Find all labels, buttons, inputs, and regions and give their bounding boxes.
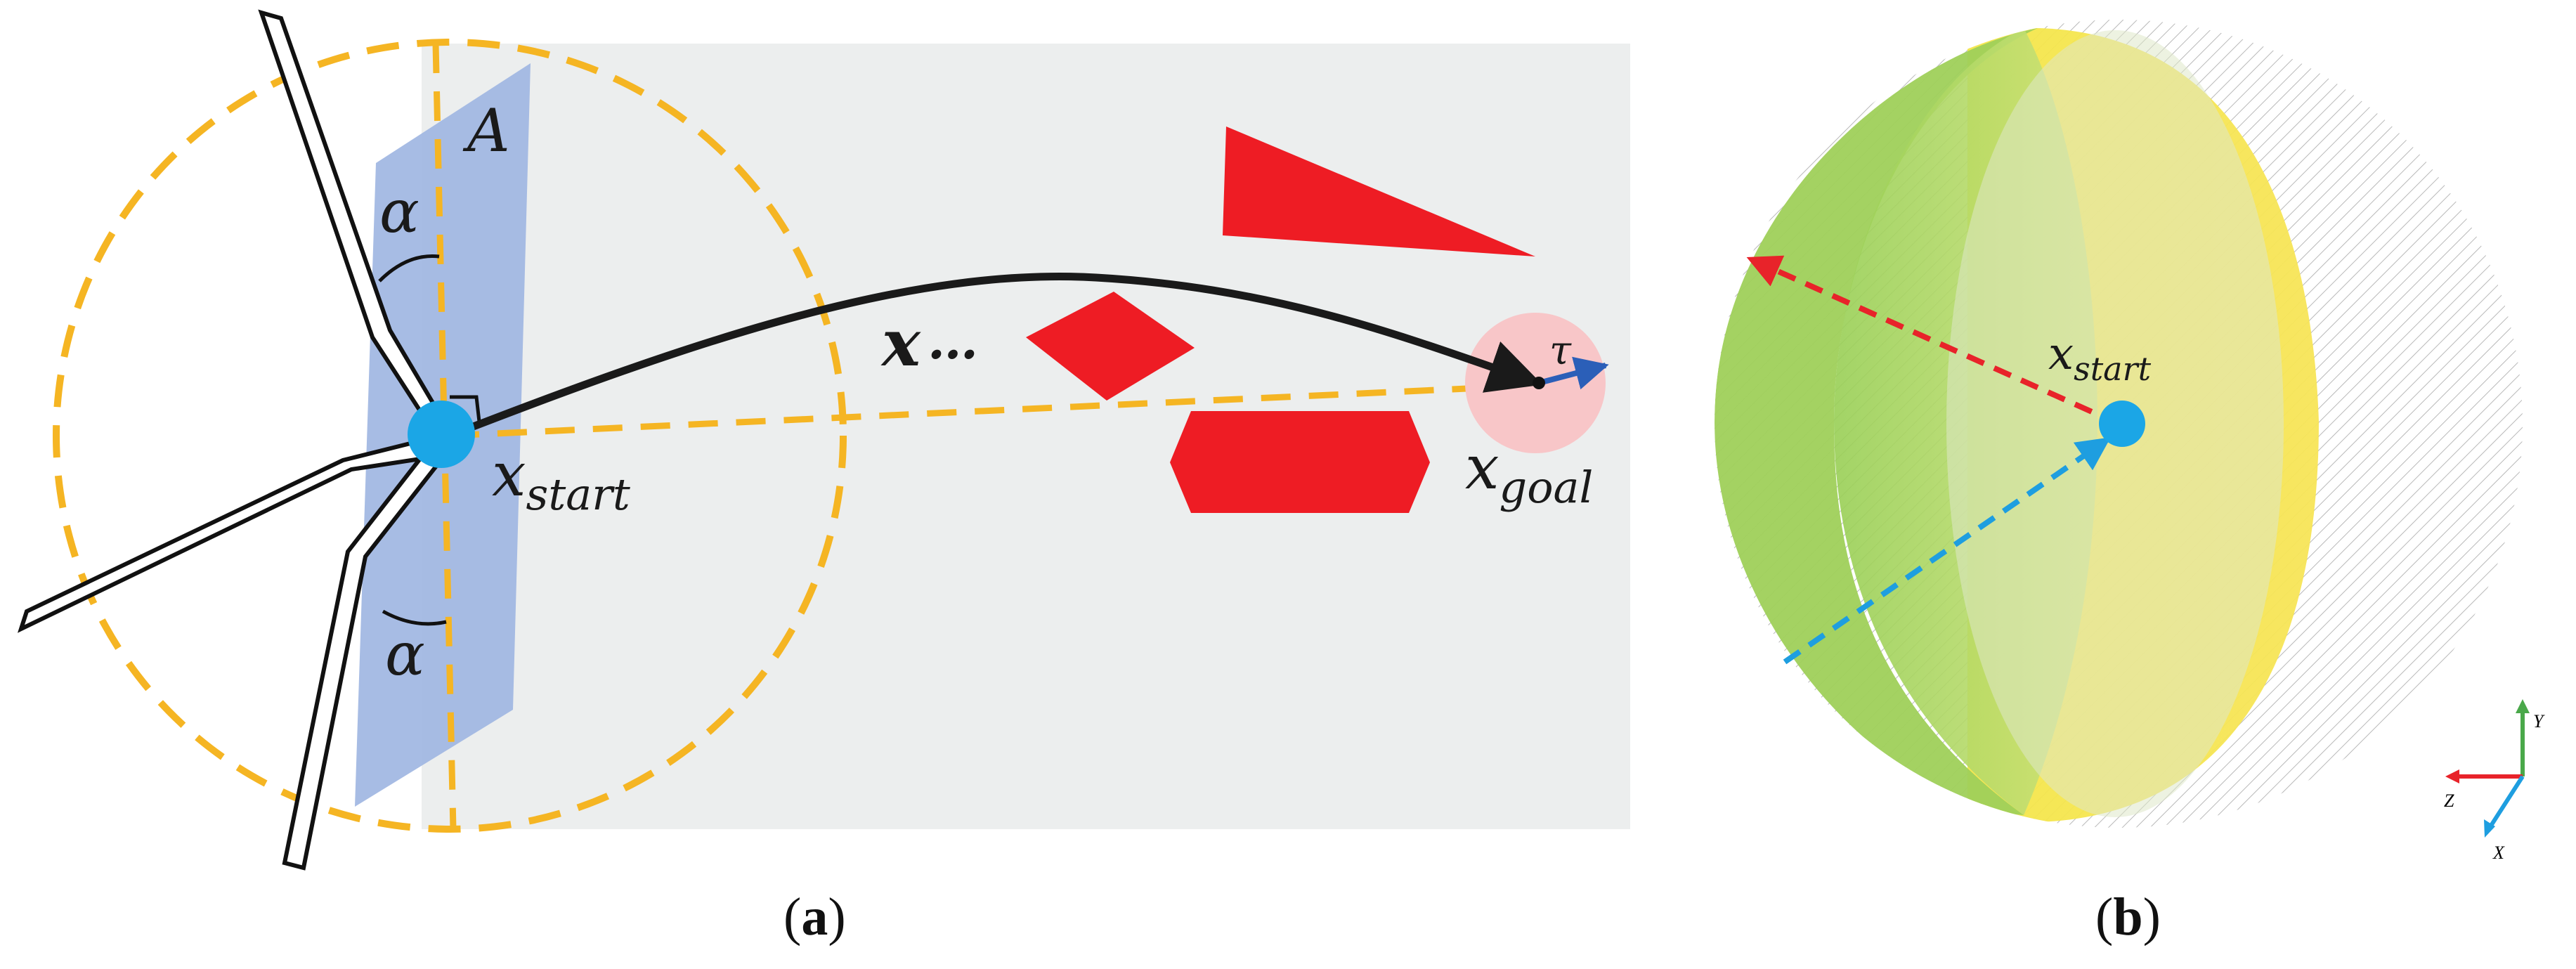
axis-x-label: X	[2492, 843, 2505, 863]
label-alpha-bottom: α	[385, 620, 425, 689]
x-start-3d-base: x	[2048, 328, 2074, 380]
x-start-base: x	[492, 440, 526, 510]
caption-a-letter: a	[801, 887, 828, 947]
x-goal-base: x	[1465, 433, 1500, 503]
obstacle-hexagon	[1170, 411, 1430, 513]
obstacle-triangle	[1223, 126, 1535, 256]
label-x-trajectory: x	[880, 305, 921, 381]
label-dots: …	[928, 311, 978, 370]
caption-b-open: (	[2095, 887, 2113, 947]
caption-b-letter: b	[2113, 887, 2142, 947]
x-start-sub: start	[526, 469, 630, 520]
caption-a: (a)	[783, 887, 846, 947]
sensing-circle	[53, 39, 847, 833]
label-plane-a: A	[462, 96, 510, 165]
label-x-start-3d: xstart	[2048, 328, 2152, 388]
panel-b: xstart Y Z X (b)	[1715, 20, 2545, 947]
label-x-goal: xgoal	[1465, 433, 1593, 513]
axis-z-arrowhead	[2445, 769, 2459, 783]
axis-y-label: Y	[2533, 711, 2545, 731]
caption-a-open: (	[783, 887, 801, 947]
label-alpha-top: α	[379, 177, 419, 246]
start-goal-line	[449, 382, 1543, 439]
angle-arc-bottom	[382, 609, 447, 626]
trajectory-path	[448, 273, 1543, 440]
right-angle-marker	[450, 395, 481, 422]
caption-a-close: )	[828, 887, 845, 947]
axis-z-label: Z	[2444, 791, 2454, 811]
panel-a: A α α x … xstart xgoal τ (a)	[18, 9, 1630, 947]
x-goal-sub: goal	[1500, 462, 1594, 513]
label-x-start: xstart	[492, 440, 630, 520]
angle-arc-top	[378, 254, 440, 282]
coordinate-axes: Y Z X	[2444, 699, 2545, 863]
obstacle-diamond	[1026, 292, 1195, 401]
axis-x-line	[2489, 775, 2525, 827]
caption-b-close: )	[2143, 887, 2161, 947]
start-node	[408, 401, 475, 468]
start-node-3d	[2099, 401, 2145, 447]
workspace-region	[422, 44, 1630, 829]
caption-b: (b)	[2095, 887, 2161, 947]
sphere-green-cap	[1715, 28, 2038, 815]
label-tau: τ	[1549, 328, 1572, 374]
goal-point	[1533, 377, 1545, 389]
radius-arrow-red	[1746, 255, 2120, 427]
axis-y-arrowhead	[2516, 699, 2530, 713]
radius-arrow-blue	[1783, 436, 2111, 665]
axis-x-arrowhead	[2484, 819, 2495, 838]
x-start-3d-sub: start	[2074, 350, 2152, 388]
tau-arrow	[1537, 356, 1609, 390]
